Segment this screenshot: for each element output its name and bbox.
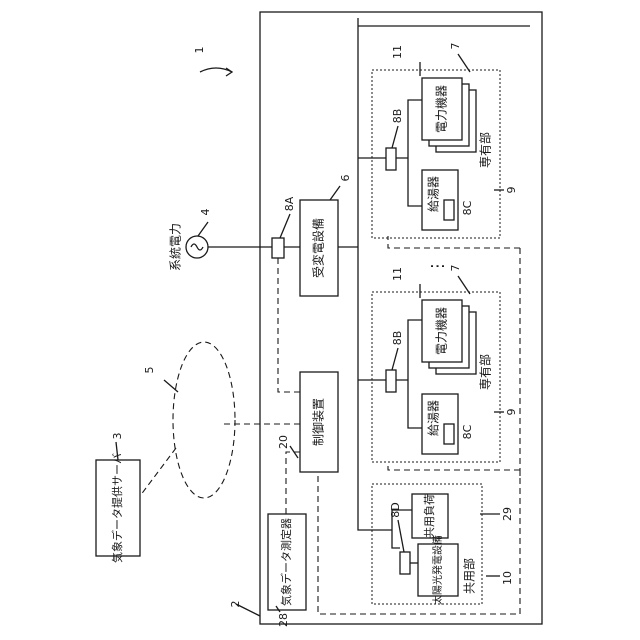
weather-meter-label: 気象データ測定器: [279, 518, 293, 606]
ref-6: 6: [339, 175, 352, 182]
ref-7-top: 7: [449, 43, 462, 50]
meter-8a: [272, 238, 284, 258]
signal-8a-control: [278, 258, 300, 392]
ref8d-leader: [398, 520, 404, 552]
ref-5: 5: [143, 367, 156, 374]
ref-9-top: 9: [505, 187, 518, 194]
ellipsis-mark: ⋮: [428, 258, 447, 274]
ref-8d: 8D: [389, 502, 402, 517]
ac-wave-icon: [191, 244, 203, 250]
substation-label: 受変電設備: [311, 218, 326, 278]
ref-11-top: 11: [391, 45, 404, 59]
ref-8b-top: 8B: [391, 109, 404, 124]
ref-9-mid: 9: [505, 409, 518, 416]
common-load-label: 共用負荷: [423, 494, 436, 538]
ref-4: 4: [199, 209, 212, 216]
water-heater-mid-label: 給湯器: [427, 400, 441, 436]
exclusive-part-mid-label: 専有部: [478, 354, 493, 390]
ref-10: 10: [501, 571, 514, 585]
ref-8a: 8A: [283, 196, 296, 211]
ref-7-mid: 7: [449, 265, 462, 272]
ref7b-leader: [458, 276, 470, 294]
ref-28: 28: [277, 613, 290, 627]
ref-8c-top: 8C: [461, 200, 474, 215]
water-heater-top-label: 給湯器: [427, 176, 441, 212]
ref-11-mid: 11: [391, 267, 404, 281]
ref-29: 29: [501, 507, 514, 521]
ref-8c-mid: 8C: [461, 424, 474, 439]
weather-server-label: 気象データ提供サーバ: [110, 453, 124, 563]
power-equipment-top-label: 電力機器: [434, 85, 449, 133]
control-meter-link: [286, 452, 300, 514]
ref4-leader: [198, 222, 208, 236]
ref8a-leader: [280, 214, 290, 238]
ref-8b-mid: 8B: [391, 331, 404, 346]
ref6-leader: [330, 186, 340, 200]
meter-8b-mid: [386, 370, 396, 392]
ref7a-leader: [458, 54, 470, 72]
ref-1: 1: [193, 47, 206, 54]
common-part-label: 共用部: [462, 558, 477, 594]
ref-20: 20: [277, 435, 290, 449]
ref8b-mid-leader: [392, 348, 398, 370]
meter-8c-mid: [444, 424, 454, 444]
meter-8d: [400, 552, 410, 574]
power-trunk: [358, 18, 386, 530]
ref-3: 3: [111, 433, 124, 440]
system-power-label: 系統電力: [169, 223, 183, 271]
ref1-arrow: [226, 68, 232, 76]
network-cloud: [173, 342, 235, 498]
ref8b-top-leader: [392, 126, 398, 148]
solar-equipment-label: 太陽光発電設備: [431, 535, 444, 605]
network-server-link: [140, 448, 176, 496]
exclusive-part-top-label: 専有部: [478, 132, 493, 168]
power-equipment-mid-label: 電力機器: [434, 307, 449, 355]
meter-8c-top: [444, 200, 454, 220]
meter-8b-top: [386, 148, 396, 170]
control-device-label: 制御装置: [311, 398, 326, 446]
ref-2: 2: [229, 601, 242, 608]
